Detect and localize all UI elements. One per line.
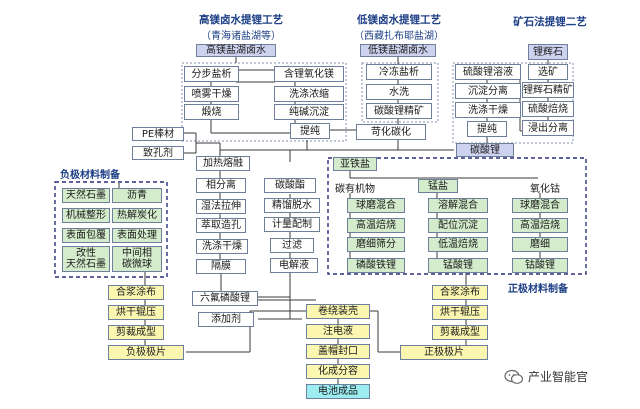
separator-step-5: 洗涤干燥 — [196, 239, 248, 254]
cell-step-4: 化成分容 — [306, 364, 370, 379]
high-mg-step-2: 喷雾干燥 — [184, 86, 239, 102]
ore-title: 矿石法提锂二艺 — [513, 16, 587, 28]
low-mg-source: 低镁盐湖卤水 — [360, 44, 436, 57]
anode-pitch-1: 沥青 — [112, 188, 162, 203]
ore-right-4: 硫酸焙烧 — [522, 101, 574, 117]
high-mg-source: 高镁盐湖卤水 — [196, 44, 276, 57]
ore-right-1: 锂辉石 — [528, 44, 568, 60]
cathode-plate-step-3: 剪裁成型 — [432, 325, 488, 340]
anode-pitch-3: 表面处理 — [112, 228, 162, 243]
cathode-plate-step-1: 合浆涂布 — [432, 285, 488, 300]
electrolyte-step-1: 碳酸酯 — [264, 178, 316, 193]
high-mg-title: 高镁卤水提锂工艺 — [199, 14, 283, 26]
lfp-step-3: 磨细筛分 — [347, 237, 405, 252]
anode-plate-output: 负极极片 — [108, 345, 184, 360]
lco-output: 钴酸锂 — [512, 258, 568, 273]
ore-mid-3: 洗涤干燥 — [455, 102, 521, 118]
cathode-plate-step-2: 烘干辊压 — [432, 305, 488, 320]
additive: 添加剂 — [198, 312, 254, 327]
wechat-icon — [504, 369, 524, 384]
lmo-output: 锰酸锂 — [428, 258, 488, 273]
watermark: 产业智能官 — [504, 368, 588, 385]
lfp-output: 磷酸铁锂 — [347, 258, 405, 273]
pore-agent: 致孔剂 — [132, 146, 184, 160]
separator-step-2: 相分离 — [196, 178, 246, 193]
ore-mid-2: 沉淀分离 — [455, 83, 521, 99]
cell-step-2: 注电液 — [306, 324, 370, 339]
electrolyte-step-4: 过滤 — [270, 238, 314, 253]
low-mg-subtitle: （西藏扎布耶盐湖） — [354, 31, 444, 42]
high-mg-step-1: 分步盐析 — [184, 66, 239, 82]
ore-right-3: 锂辉石精矿 — [522, 82, 574, 98]
high-mg-subtitle: （青海诸盐湖等） — [201, 31, 281, 42]
separator-output: 隔膜 — [196, 259, 246, 274]
lithium-hexafluorophosphate: 六氟磷酸锂 — [192, 291, 258, 306]
anode-pitch-4: 中间相 碳微球 — [112, 246, 162, 272]
electrolyte-output: 电解液 — [270, 258, 318, 273]
cobalt-oxide: 氧化钴 — [530, 184, 560, 195]
high-mg-step-5: 洗涤浓缩 — [274, 86, 344, 102]
lmo-step-2: 配位沉淀 — [428, 218, 488, 233]
high-mg-step-6: 纯碱沉淀 — [274, 104, 344, 120]
lco-step-3: 磨细 — [512, 237, 568, 252]
anode-plate-step-2: 烘干辊压 — [108, 305, 164, 320]
lmo-step-3: 低温焙烧 — [428, 237, 488, 252]
lco-step-1: 球磨混合 — [512, 198, 568, 213]
low-mg-causticize: 苛化碳化 — [356, 124, 426, 140]
separator-step-3: 湿法拉伸 — [196, 199, 246, 214]
low-mg-step-3: 碳酸锂精矿 — [366, 103, 432, 119]
ore-right-5: 浸出分离 — [522, 120, 574, 136]
lithium-carbonate: 碳酸锂 — [456, 143, 514, 157]
anode-plate-step-3: 剪裁成型 — [108, 325, 164, 340]
ore-mid-1: 硫酸锂溶液 — [455, 64, 521, 80]
anode-pitch-2: 热解炭化 — [112, 208, 162, 223]
anode-natural-4: 改性 天然石墨 — [62, 246, 110, 272]
cell-output: 电池成品 — [306, 384, 370, 399]
anode-natural-3: 表面包覆 — [62, 228, 110, 243]
lco-step-2: 高温焙烧 — [512, 218, 568, 233]
lfp-step-1: 球磨混合 — [347, 198, 405, 213]
high-mg-refine: 提纯 — [290, 123, 330, 139]
high-mg-step-4: 含锂氧化镁 — [274, 66, 344, 82]
lfp-step-2: 高温焙烧 — [347, 218, 405, 233]
anode-natural-1: 天然石墨 — [62, 188, 110, 203]
low-mg-title: 低镁卤水提锂工艺 — [357, 14, 441, 26]
low-mg-step-2: 水洗 — [366, 84, 432, 100]
cell-step-1: 卷绕装壳 — [306, 304, 370, 319]
organic-carbon: 碳有机物 — [335, 184, 375, 195]
low-mg-step-1: 冷冻盐析 — [366, 64, 432, 80]
electrolyte-step-3: 计量配制 — [264, 217, 320, 232]
anode-natural-2: 机械整形 — [62, 208, 110, 223]
ore-right-2: 选矿 — [528, 64, 568, 80]
cathode-materials-label: 正极材料制备 — [508, 284, 568, 295]
high-mg-step-3: 煅烧 — [184, 104, 239, 120]
lmo-step-1: 溶解混合 — [428, 198, 488, 213]
manganese-salt: 锰盐 — [418, 179, 458, 193]
anode-plate-step-1: 合浆涂布 — [108, 285, 164, 300]
separator-step-4: 萃取造孔 — [196, 218, 246, 233]
cathode-plate-output: 正极极片 — [400, 345, 488, 360]
pe-rod: PE棒材 — [132, 127, 184, 141]
cell-step-3: 盖帽封口 — [306, 344, 370, 359]
ore-mid-4: 提纯 — [467, 121, 507, 137]
watermark-text: 产业智能官 — [528, 370, 589, 384]
anode-materials-label: 负极材料制备 — [60, 170, 120, 181]
separator-step-1: 加热熔融 — [196, 156, 250, 171]
ferrous-salt: 亚铁盐 — [333, 157, 377, 171]
electrolyte-step-2: 精馏脱水 — [264, 198, 320, 213]
